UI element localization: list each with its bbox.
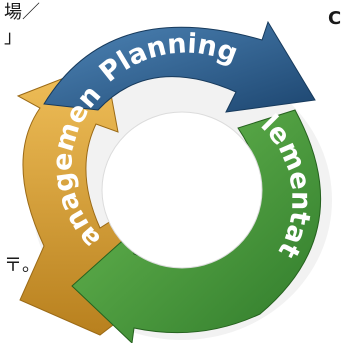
text-fragment-top-left: 場／ — [4, 2, 40, 23]
text-fragment-bottom-left: 〒。 — [4, 255, 40, 276]
text-fragment-top-right: C — [328, 8, 342, 29]
text-fragment-top-left-2: 」 — [4, 27, 22, 48]
cycle-center — [101, 111, 263, 269]
planning-arrow — [43, 20, 316, 113]
